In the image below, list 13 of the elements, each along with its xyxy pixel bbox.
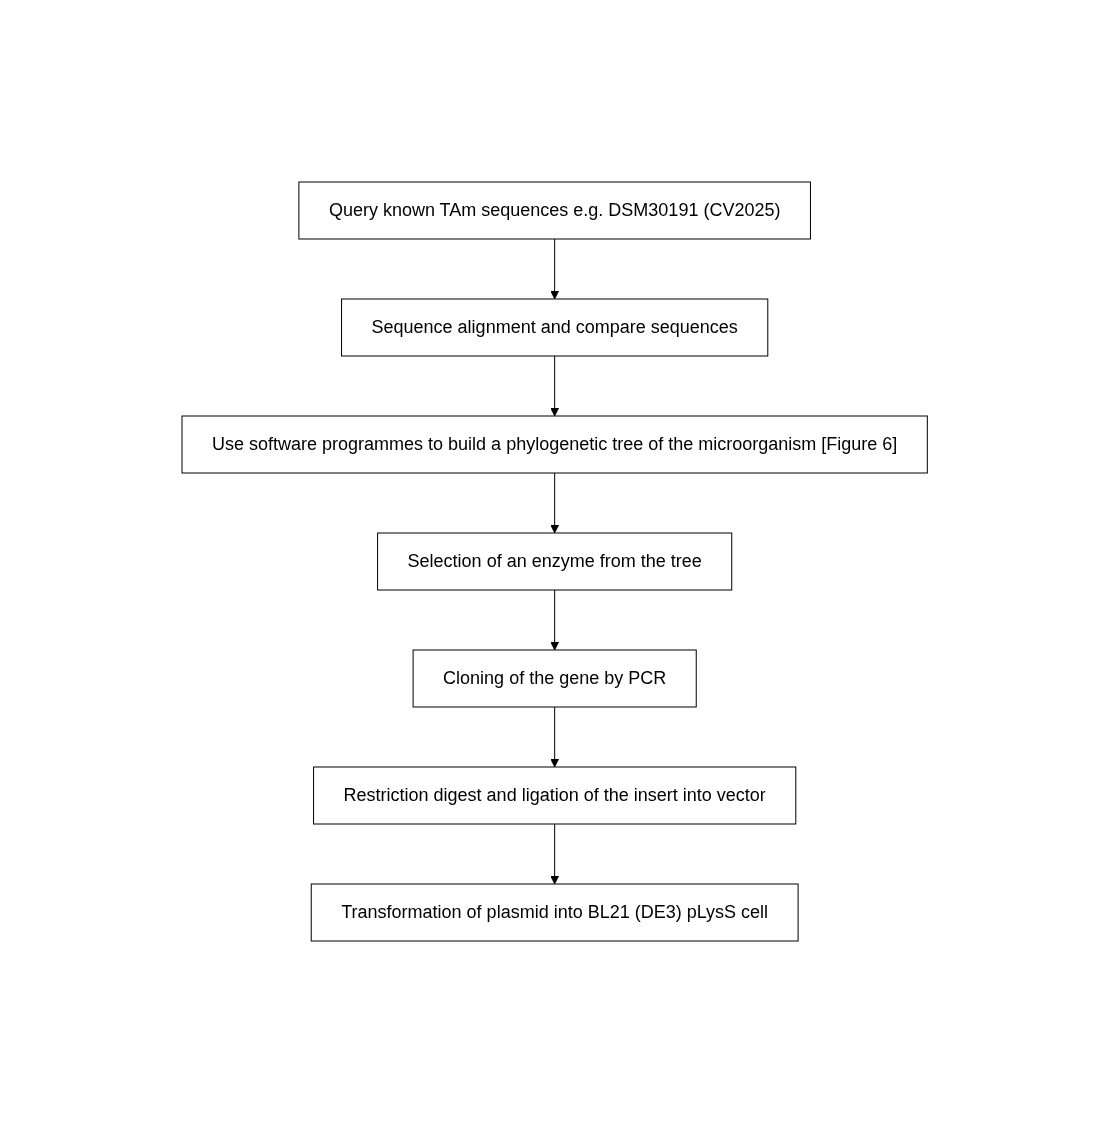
node-box: Cloning of the gene by PCR — [412, 649, 698, 707]
node-box: Sequence alignment and compare sequences — [341, 298, 769, 356]
node-box: Transformation of plasmid into BL21 (DE3) pLysS cell — [311, 883, 799, 941]
arrow — [550, 472, 560, 533]
node-box: Restriction digest and ligation of the insert into vector — [313, 766, 797, 824]
arrow — [550, 706, 560, 767]
arrow — [550, 355, 560, 416]
node-box: Use software programmes to build a phylogenetic tree of the microorganism [Figure 6] — [181, 415, 929, 473]
arrow — [550, 238, 560, 299]
arrow — [550, 823, 560, 884]
node-box: Selection of an enzyme from the tree — [377, 532, 733, 590]
arrow — [550, 589, 560, 650]
node-box: Query known TAm sequences e.g. DSM30191 (CV2025) — [298, 181, 812, 239]
